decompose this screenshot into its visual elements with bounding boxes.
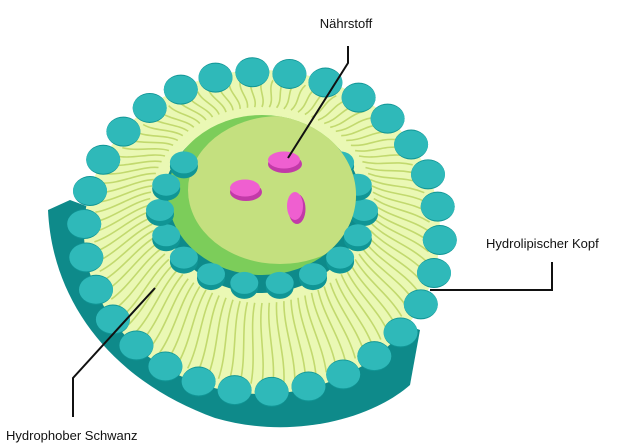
phospholipid-head-icon: [423, 225, 457, 255]
nutrient-label: Nährstoff: [320, 16, 373, 31]
phospholipid-head-icon: [344, 224, 372, 251]
phospholipid-head-icon: [299, 263, 327, 290]
phospholipid-head-icon: [394, 130, 428, 160]
phospholipid-head-icon: [152, 224, 180, 251]
phospholipid-head-icon: [79, 275, 113, 305]
phospholipid-head-icon: [164, 75, 198, 105]
phospholipid-head-icon: [170, 247, 198, 274]
phospholipid-head-icon: [106, 117, 140, 147]
phospholipid-head-icon: [266, 272, 294, 299]
phospholipid-head-icon: [170, 151, 198, 178]
phospholipid-head-icon: [199, 63, 233, 93]
phospholipid-head-icon: [342, 83, 376, 113]
hydrophilic-head-label: Hydrolipischer Kopf: [486, 236, 599, 251]
phospholipid-head-icon: [96, 305, 130, 335]
phospholipid-head-icon: [148, 351, 182, 381]
hydrophobic-tail-label: Hydrophober Schwanz: [6, 428, 138, 443]
phospholipid-head-icon: [326, 247, 354, 274]
phospholipid-head-icon: [73, 176, 107, 206]
phospholipid-head-icon: [411, 159, 445, 189]
phospholipid-head-icon: [152, 174, 180, 201]
phospholipid-head-icon: [235, 57, 269, 87]
phospholipid-head-icon: [218, 375, 252, 405]
phospholipid-head-icon: [230, 272, 258, 299]
phospholipid-head-icon: [421, 192, 455, 222]
phospholipid-head-icon: [357, 341, 391, 371]
phospholipid-head-icon: [326, 359, 360, 389]
phospholipid-head-icon: [69, 242, 103, 272]
phospholipid-head-icon: [146, 199, 174, 226]
phospholipid-head-icon: [86, 145, 120, 175]
phospholipid-head-icon: [371, 104, 405, 134]
phospholipid-head-icon: [384, 317, 418, 347]
phospholipid-head-icon: [67, 209, 101, 239]
phospholipid-head-icon: [133, 93, 167, 123]
phospholipid-head-icon: [404, 289, 438, 319]
phospholipid-head-icon: [272, 59, 306, 89]
phospholipid-head-icon: [182, 367, 216, 397]
phospholipid-head-icon: [292, 371, 326, 401]
phospholipid-head-icon: [417, 258, 451, 288]
phospholipid-head-icon: [119, 330, 153, 360]
phospholipid-head-icon: [255, 377, 289, 407]
phospholipid-head-icon: [308, 68, 342, 98]
phospholipid-head-icon: [197, 263, 225, 290]
